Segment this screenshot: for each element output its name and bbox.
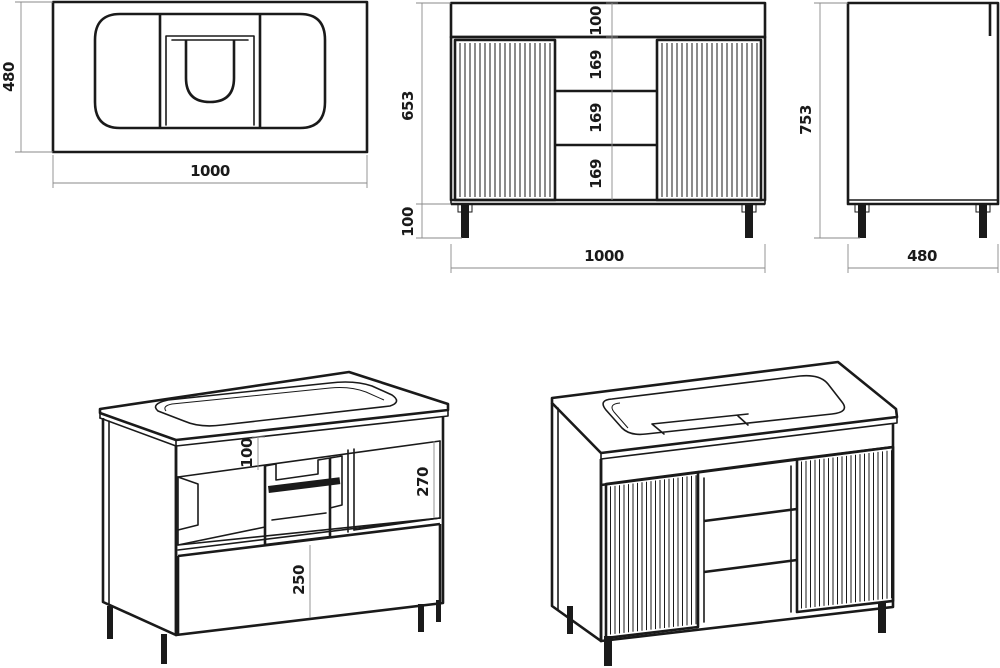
iso-open-side — [101, 418, 178, 637]
front-drawer-1-label: 169 — [587, 50, 605, 80]
open-drawer-label: 250 — [290, 565, 308, 595]
front-view: 100 169 169 169 653 100 1000 — [399, 1, 767, 273]
front-leg-right — [745, 204, 753, 238]
right-door — [655, 38, 763, 202]
iso-closed-side — [550, 403, 603, 643]
iso-open-leg-2 — [161, 634, 167, 664]
front-width-label: 1000 — [584, 247, 624, 265]
iso-open-leg-1 — [107, 606, 113, 639]
open-isometric-view: 100 270 250 — [98, 370, 450, 664]
iso-left-door-grooves — [610, 475, 697, 635]
front-drawer-3-label: 169 — [587, 159, 605, 189]
worktop — [449, 1, 767, 39]
iso-closed-leg-1 — [567, 606, 573, 634]
iso-open-worktop — [98, 370, 450, 442]
iso-open-front — [174, 416, 445, 637]
right-door-grooves — [661, 43, 758, 197]
iso-open-basin — [154, 381, 398, 427]
iso-closed-basin — [602, 374, 846, 436]
top-view: 480 1000 — [0, 0, 369, 188]
side-leg-left — [858, 204, 866, 238]
front-worktop-label: 100 — [587, 6, 605, 36]
closed-isometric-view — [550, 360, 899, 666]
iso-closed-front — [599, 423, 895, 643]
side-leg-right — [979, 204, 987, 238]
iso-right-door-grooves — [801, 450, 892, 609]
iso-right-door — [795, 445, 895, 614]
iso-left-door — [604, 470, 700, 640]
side-depth-label: 480 — [907, 247, 937, 265]
front-leg-left — [461, 204, 469, 238]
front-height-label: 653 — [399, 91, 417, 121]
iso-closed-leg-3 — [878, 603, 886, 633]
basin-outline — [93, 12, 327, 130]
iso-drawer-divider-2 — [703, 558, 798, 574]
iso-open-leg-3 — [418, 604, 424, 632]
front-legs-label: 100 — [399, 207, 417, 237]
iso-closed-leg-2 — [604, 636, 612, 666]
open-shelf-label: 270 — [414, 467, 432, 497]
top-view-outline — [51, 0, 369, 154]
siphon-cutout — [184, 40, 236, 104]
iso-drawer-divider-1 — [703, 507, 798, 523]
side-body — [846, 1, 1000, 206]
top-width-label: 1000 — [190, 162, 230, 180]
side-height-label: 753 — [797, 105, 815, 135]
left-door-grooves — [459, 43, 551, 197]
cabinet-body — [449, 35, 767, 202]
side-view: 753 480 — [797, 1, 1000, 273]
open-worktop-label: 100 — [238, 438, 256, 468]
top-depth-label: 480 — [0, 62, 18, 92]
left-door — [453, 38, 557, 202]
front-drawer-2-label: 169 — [587, 103, 605, 133]
